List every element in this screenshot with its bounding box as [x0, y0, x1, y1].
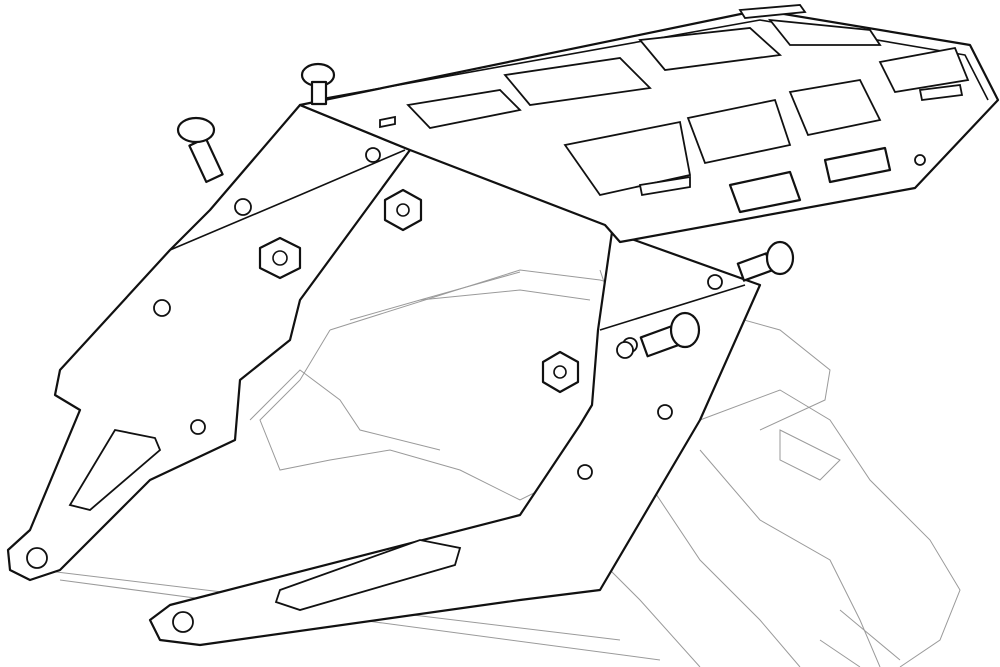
nut-2	[383, 188, 423, 232]
bolt-right-2	[736, 240, 795, 282]
bolt-left-2	[300, 62, 336, 106]
bolt-right-1	[639, 311, 701, 358]
rack-top-platform	[298, 4, 1000, 244]
left-side-bracket	[6, 103, 412, 582]
bolts	[176, 62, 795, 359]
nuts	[258, 188, 580, 394]
washer	[616, 341, 634, 359]
nut-1	[258, 236, 302, 280]
nut-3	[541, 350, 580, 394]
right-side-bracket	[148, 230, 762, 647]
bolt-left-1	[176, 116, 224, 184]
